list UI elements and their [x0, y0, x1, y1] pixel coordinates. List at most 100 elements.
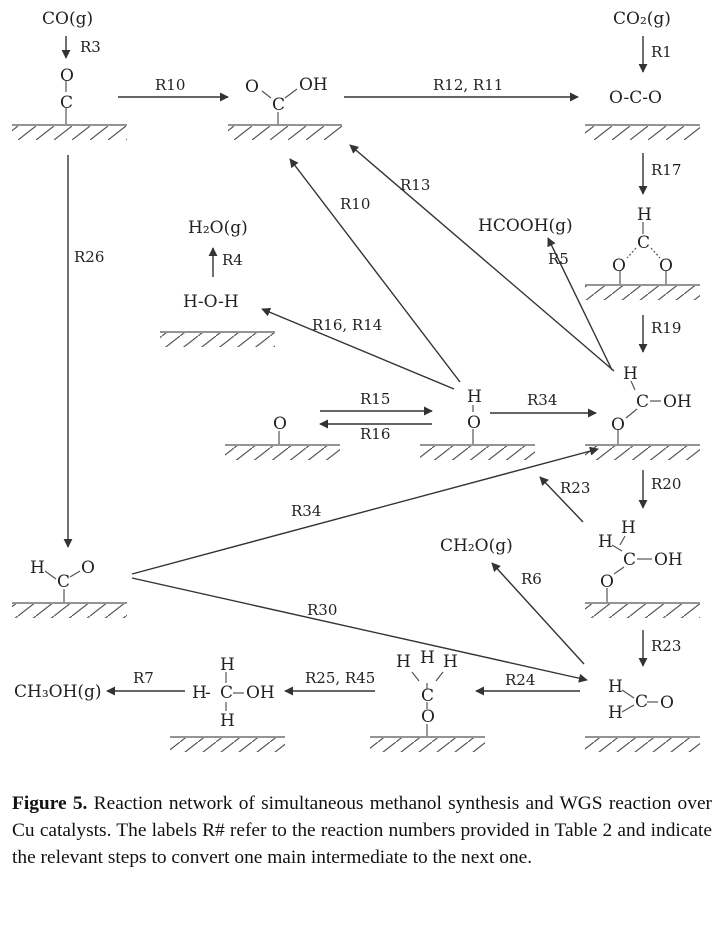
- svg-text:H: H: [608, 677, 623, 697]
- svg-text:C: C: [637, 233, 650, 253]
- hcooh-gas: HCOOH(g): [478, 216, 573, 236]
- figure-caption: Figure 5. Reaction network of simultaneo…: [12, 790, 712, 871]
- svg-text:O: O: [600, 572, 614, 592]
- svg-text:O: O: [81, 558, 95, 578]
- surface-formate: [585, 284, 700, 300]
- ch3o-adsorbed: H H H C O: [396, 648, 458, 727]
- label-r23-down: R23: [651, 637, 681, 655]
- label-r30: R30: [307, 601, 337, 619]
- gas-species: CO(g) CO₂(g) H₂O(g) HCOOH(g) CH₂O(g) CH₃…: [14, 9, 671, 702]
- label-r34-hco: R34: [291, 502, 321, 520]
- co2-gas: CO₂(g): [613, 9, 671, 29]
- surface-co2: [585, 124, 700, 140]
- label-r20: R20: [651, 475, 681, 493]
- h2co-adsorbed: H H C O: [608, 677, 674, 723]
- hcooh-adsorbed: H C OH O: [611, 364, 692, 435]
- reaction-labels: R3 R1 R10 R12, R11 R17 R13 R10 R26 R4 R5…: [74, 38, 681, 689]
- svg-text:-: -: [205, 683, 211, 703]
- svg-text:OH: OH: [246, 683, 275, 703]
- o-adsorbed: O: [273, 414, 287, 434]
- svg-text:O: O: [659, 256, 673, 276]
- label-r24: R24: [505, 671, 535, 689]
- svg-text:O: O: [611, 415, 625, 435]
- surface-h2co: [585, 736, 700, 752]
- label-r34-oh: R34: [527, 391, 557, 409]
- caption-text: Reaction network of simultaneous methano…: [12, 793, 713, 868]
- label-r25-r45: R25, R45: [305, 669, 375, 687]
- label-r15: R15: [360, 390, 390, 408]
- label-r10-diag: R10: [340, 195, 370, 213]
- svg-text:O: O: [660, 693, 674, 713]
- svg-text:H: H: [220, 711, 235, 731]
- svg-text:OH: OH: [663, 392, 692, 412]
- svg-text:O: O: [273, 414, 287, 434]
- label-r7: R7: [133, 669, 154, 687]
- svg-text:H: H: [420, 648, 435, 668]
- surface-cooh: [228, 124, 342, 140]
- surface-hcooh-ads: [585, 444, 700, 460]
- surface-o: [225, 444, 340, 460]
- ch3oh-gas: CH₃OH(g): [14, 682, 102, 702]
- arrow-r30: [131, 577, 588, 683]
- svg-text:C: C: [57, 572, 70, 592]
- svg-text:H-O-H: H-O-H: [183, 292, 239, 312]
- svg-text:C: C: [60, 93, 73, 113]
- svg-text:C: C: [272, 95, 285, 115]
- svg-text:O: O: [612, 256, 626, 276]
- arrow-r34-hco: [131, 446, 599, 575]
- arrow-r16-r14: [261, 307, 455, 390]
- svg-text:C: C: [636, 392, 649, 412]
- co-adsorbed: O C: [60, 66, 74, 113]
- label-r26: R26: [74, 248, 104, 266]
- svg-text:O: O: [245, 77, 259, 97]
- svg-text:H: H: [598, 532, 613, 552]
- surface-oh: [420, 444, 535, 460]
- label-r13: R13: [400, 176, 430, 194]
- label-r16: R16: [360, 425, 390, 443]
- label-r4: R4: [222, 251, 243, 269]
- svg-text:H: H: [623, 364, 638, 384]
- svg-text:H: H: [192, 683, 207, 703]
- h2coh-adsorbed: H H C OH O: [598, 518, 683, 592]
- svg-text:C: C: [623, 550, 636, 570]
- arrow-r13: [349, 144, 615, 372]
- hco-adsorbed: H C O: [30, 558, 95, 592]
- label-r5: R5: [548, 250, 569, 268]
- surface-ch3o-mid: [370, 736, 485, 752]
- reaction-network-diagram: CO(g) CO₂(g) H₂O(g) HCOOH(g) CH₂O(g) CH₃…: [12, 9, 700, 752]
- svg-text:H: H: [443, 652, 458, 672]
- cooh-adsorbed: O C OH: [245, 75, 328, 115]
- formate-adsorbed: H C O O: [612, 205, 673, 276]
- svg-text:OH: OH: [654, 550, 683, 570]
- co2-adsorbed: O-C-O: [609, 88, 662, 108]
- svg-text:H: H: [220, 655, 235, 675]
- svg-text:O: O: [421, 707, 435, 727]
- reaction-arrows: [61, 36, 648, 696]
- svg-text:H: H: [608, 703, 623, 723]
- svg-text:H: H: [637, 205, 652, 225]
- arrow-r5: [547, 237, 613, 371]
- label-r16-r14: R16, R14: [312, 316, 382, 334]
- label-r12-r11: R12, R11: [433, 76, 503, 94]
- svg-text:O-C-O: O-C-O: [609, 88, 662, 108]
- svg-text:C: C: [421, 686, 434, 706]
- label-r6: R6: [521, 570, 542, 588]
- label-r19: R19: [651, 319, 681, 337]
- ch2o-gas: CH₂O(g): [440, 536, 513, 556]
- svg-text:H: H: [396, 652, 411, 672]
- caption-label: Figure 5.: [12, 793, 88, 814]
- svg-text:C: C: [635, 692, 648, 712]
- arrow-r6: [491, 562, 585, 665]
- arrow-r10-oh-cooh: [289, 158, 461, 383]
- catalyst-surfaces: [12, 124, 700, 752]
- oh-adsorbed: H O: [467, 387, 482, 433]
- svg-text:O: O: [60, 66, 74, 86]
- adsorbed-intermediates: O C O C OH O-C-O H C O O H-O-H O H: [30, 66, 692, 731]
- surface-ch3o: [170, 736, 285, 752]
- surface-co: [12, 124, 127, 140]
- svg-text:H: H: [621, 518, 636, 538]
- label-r17: R17: [651, 161, 681, 179]
- label-r1: R1: [651, 43, 672, 61]
- bonds: [44, 81, 667, 736]
- h2o-adsorbed: H-O-H: [183, 292, 239, 312]
